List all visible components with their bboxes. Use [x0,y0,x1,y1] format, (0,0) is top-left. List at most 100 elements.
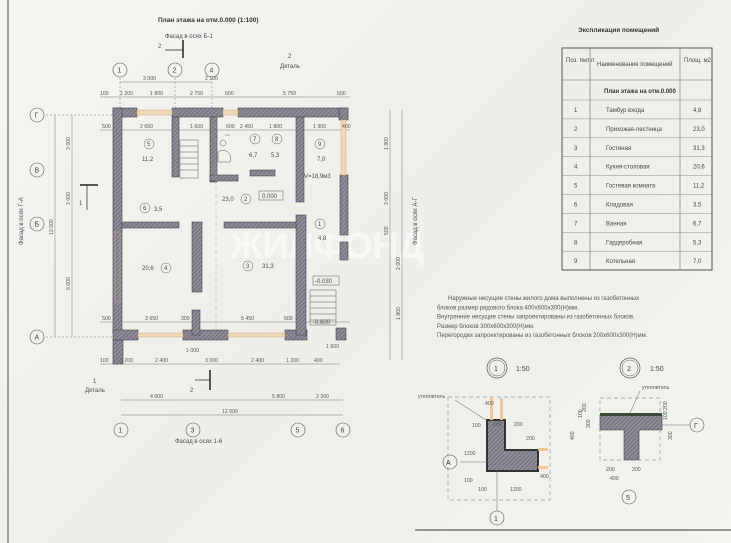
detail-2-dim: 400 [610,476,619,482]
axis-label: 1 [118,68,122,75]
table-cell-area: 6,7 [693,221,702,227]
detail-2-dim: 200 [582,403,588,412]
room-number: 8 [275,137,279,143]
level-box [258,190,284,201]
axis-label: А [35,335,40,342]
room-number-circle [240,193,252,205]
dimension-label: 1 800 [269,124,282,130]
dimension-label: 1 000 [186,348,199,354]
axis-label: 6 [341,428,345,435]
room-area: 5,3 [271,153,280,159]
room-number-circle [139,202,151,214]
table-cell-area: 31,3 [693,146,705,152]
detail-1-dim: 1200 [510,487,522,493]
svg-text:2: 2 [190,388,194,394]
axis-circle [290,422,306,438]
room-number-circle [271,133,283,145]
table-cell-area: 11,2 [693,184,705,190]
axis-label: 1 [119,428,123,435]
volume-label: V=18,9м3 [304,174,331,180]
room-number: 2 [244,197,248,203]
detail-2-scale: 1:50 [650,366,664,373]
table-cell-name: Ванная [606,221,627,227]
room-number: 3 [246,264,250,270]
detail-2-insulation: утеплитель [642,385,670,391]
axis-circle [204,62,220,78]
dimension-label: 1 600 [190,124,203,130]
room-area: 11,2 [142,157,154,163]
table-cell-area: 4,8 [693,108,702,114]
dimension-label: 100 [100,91,109,97]
dimension-label: 500 [337,91,346,97]
dimension-label: 1 900 [384,137,390,150]
detail-1-dim: 200 [514,422,523,428]
detail-2-label: Деталь [280,64,300,70]
level-box [312,275,340,286]
dimension-label: 2 650 [140,124,153,130]
room-number-circle [143,138,155,150]
detail-2-axis-letter: Г [694,423,698,430]
col-area-header: Площ. м2. [684,58,713,64]
dimension-label: 100 [100,358,109,364]
dimension-label: 500 [284,316,293,322]
section-mark-top: 2 [158,40,184,58]
dimension-label: 500 [102,124,111,130]
axis-label: Б [35,222,40,229]
room-area: 7,0 [317,157,326,163]
dimension-label: 500 [102,316,111,322]
dimension-label: 500 [384,226,390,235]
room-area: 31,3 [262,264,274,270]
detail-1-dim: 400 [485,401,494,407]
rooms-table: Поз. №п.п Наименование помещений Площ. м… [561,47,713,271]
dimension-label: 1 200 [120,91,133,97]
table-cell-pos: 7 [574,221,578,227]
table-cell-name: Котельная [606,259,635,265]
axis-circle [113,422,129,438]
dimension-label: 2 000 [396,257,402,270]
table-cell-name: Гардеробная [606,240,642,246]
plan-title: План этажа на отм.0.000 (1:100) [158,17,259,24]
detail-2-dim: 300 [586,419,592,428]
detail-1-num: 1 [93,379,97,385]
facade-bottom-label: Фасад в осях 1-6 [175,439,223,445]
room-number: 7 [253,137,257,143]
table-cell-area: 20,6 [693,165,705,171]
room-number: 5 [147,142,151,148]
dimension-label: 600 [226,124,235,130]
col-pos-header: Поз. №п.п [566,57,594,64]
facade-right-label: Фасад в осях А-Г [413,196,419,245]
dimension-label: 1 800 [396,307,402,320]
table-cell-pos: 2 [574,127,578,133]
axis-circle [335,422,351,438]
detail-2-dim: 400 [570,431,576,440]
dimension-label: 1 200 [286,358,299,364]
dimension-label: 1 200 [120,358,133,364]
room-number-circle [242,260,254,272]
facade-left-label: Фасад в осях Г-А [19,197,25,245]
table-subheader: План этажа на отм.0.000 [604,89,676,95]
axis-label: Г [35,113,39,120]
detail-1-dim: 200 [493,422,502,428]
room-area: 20,6 [142,266,154,272]
axis-label: В [35,168,40,175]
note-line: Размер блоков 300х600х300(Н)мм. [437,324,535,330]
dimension-label: 400 [342,124,351,130]
detail-2-dim: 200 [632,467,641,473]
note-line: Перегородки запроектированы из газобетон… [437,333,648,339]
dimension-label: 2 400 [251,358,264,364]
table-cell-pos: 1 [574,108,578,114]
axis-circle [167,62,183,78]
table-cell-name: Гостиная [606,146,631,152]
dimension-lines [46,78,403,416]
table-cell-name: Кухня-столовая [606,165,650,171]
axis-label: 5 [296,428,300,435]
detail-2: 2 1:50 утеплитель Г 5 [599,357,705,505]
table-cell-pos: 5 [574,184,578,190]
detail-2-number: 2 [627,366,631,373]
detail-1-dim: 100 [478,487,487,493]
dimension-label: 1 900 [313,124,326,130]
table-cell-name: Кладовая [606,203,633,209]
axis-circle [29,216,45,232]
